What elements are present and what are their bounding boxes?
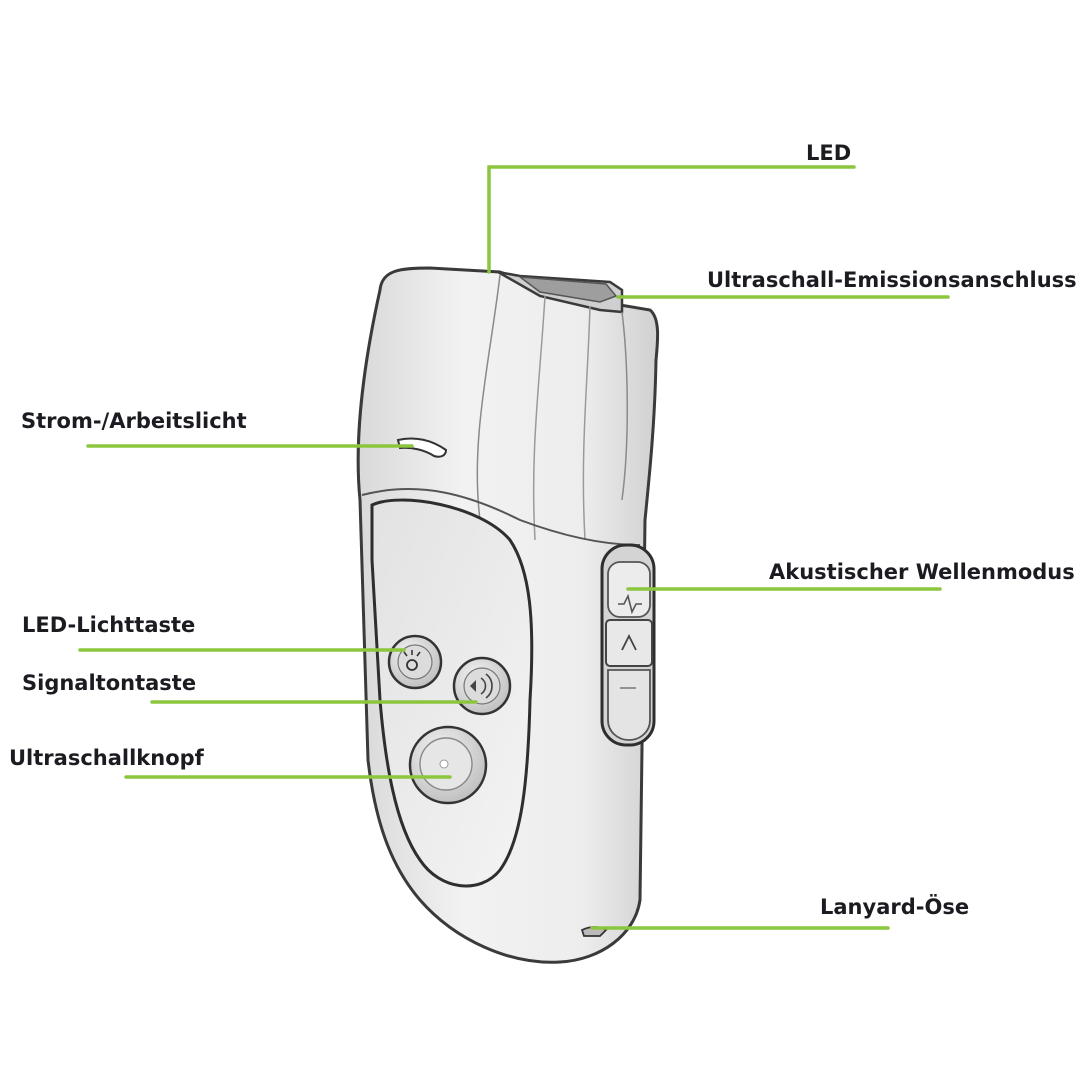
label-emission-port: Ultraschall-Emissionsanschluss	[707, 268, 1077, 292]
acoustic-wave-mode-switch[interactable]	[600, 543, 656, 747]
housing-rib	[532, 295, 546, 541]
signal-tone-button[interactable]	[452, 656, 512, 716]
label-signal-button: Signaltontaste	[22, 671, 197, 695]
label-power-light: Strom-/Arbeitslicht	[21, 409, 247, 433]
knob-center-dot	[439, 759, 449, 769]
label-led-button: LED-Lichttaste	[22, 613, 196, 637]
housing-rib	[476, 274, 501, 521]
label-wave-mode: Akustischer Wellenmodus	[769, 560, 1075, 584]
ultrasonic-knob[interactable]	[408, 725, 488, 805]
housing-rib	[621, 311, 628, 501]
chevron-up-icon	[621, 633, 637, 651]
switch-lower-segment	[607, 669, 651, 741]
speaker-icon	[470, 680, 476, 692]
housing-rib	[582, 305, 591, 541]
device-illustration	[356, 266, 660, 964]
leader-lines	[78, 165, 950, 930]
sound-wave-icon	[480, 673, 493, 699]
bulb-icon	[406, 659, 418, 671]
led-light-button[interactable]	[387, 634, 443, 690]
label-lanyard: Lanyard-Öse	[820, 895, 970, 919]
emitter-opening	[517, 276, 618, 303]
label-led: LED	[806, 141, 852, 165]
front-panel	[370, 498, 534, 888]
housing-seam	[361, 488, 641, 546]
label-ultrasonic-button: Ultraschallknopf	[9, 746, 204, 770]
leader-line-led	[487, 165, 856, 274]
bulb-rays	[403, 650, 421, 657]
power-light-slot	[396, 437, 448, 458]
waveform-icon	[618, 593, 642, 615]
